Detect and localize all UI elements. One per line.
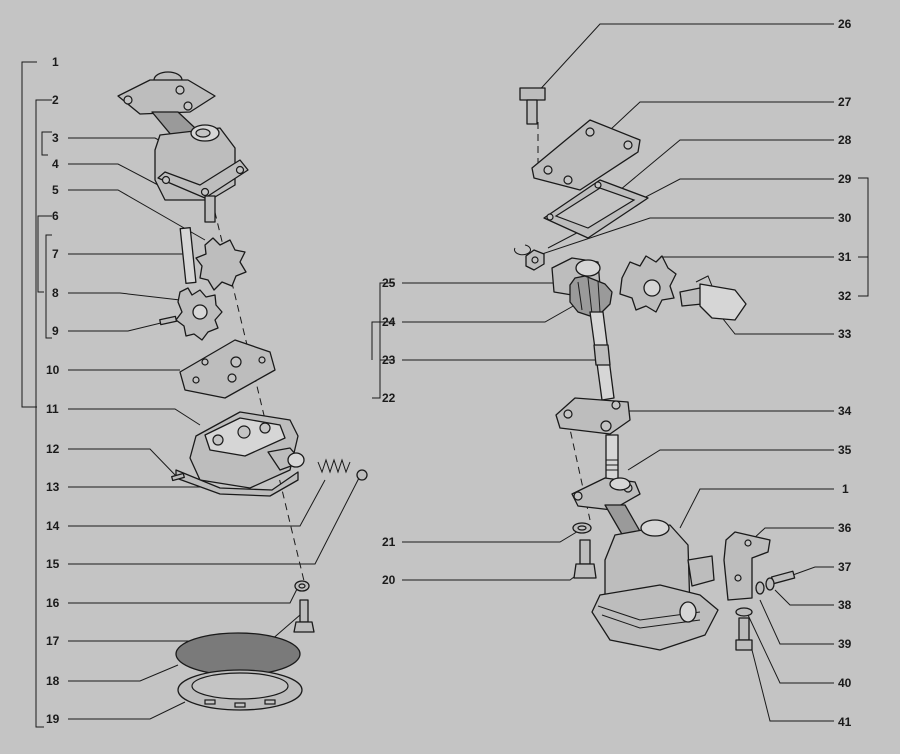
strainer-mesh [175,632,301,676]
callout-7: 7 [52,247,59,261]
callout-14: 14 [46,519,60,533]
callout-2: 2 [52,93,59,107]
callout-35: 35 [838,443,852,457]
callout-9: 9 [52,324,59,338]
callout-36: 36 [838,521,852,535]
washer-38 [765,577,775,591]
washer-16 [294,580,310,592]
callout-17: 17 [46,634,60,648]
washer-39 [755,581,765,595]
callout-27: 27 [838,95,852,109]
bolt-41 [735,617,753,651]
nut-30 [525,249,545,271]
gasket-28 [543,179,649,239]
cover-plate [179,339,276,399]
callout-10: 10 [46,363,60,377]
callout-33: 33 [838,327,852,341]
callout-1-left: 1 [52,55,59,69]
callout-40: 40 [838,676,852,690]
driven-gear [175,287,223,341]
helical-gear-24 [569,275,613,317]
callout-1-right: 1 [842,482,849,496]
bolt-37 [770,570,796,585]
bolt-20 [573,539,597,579]
callouts-right: 26 27 28 29 30 31 32 33 34 35 1 36 37 38… [382,17,852,729]
shaft-35 [605,434,619,481]
callout-4: 4 [52,157,59,171]
valve-plug [356,469,368,481]
bolt-17 [293,599,315,633]
callout-19: 19 [46,712,60,726]
callout-8: 8 [52,286,59,300]
group-brackets-right [371,177,869,399]
bolt-26 [519,87,546,125]
callout-21: 21 [382,535,396,549]
callout-16: 16 [46,596,60,610]
drive-shaft [179,226,197,285]
callout-34: 34 [838,404,852,418]
callout-31: 31 [838,250,852,264]
washer-21 [572,522,592,534]
callout-32: 32 [838,289,852,303]
callout-13: 13 [46,480,60,494]
pin [159,315,178,326]
callout-11: 11 [46,402,59,416]
callouts-left: 1 2 3 4 5 6 7 8 9 10 11 12 13 14 15 16 1… [46,55,60,726]
strainer-frame [177,669,303,711]
callout-20: 20 [382,573,396,587]
callout-37: 37 [838,560,852,574]
pump-body [117,71,249,223]
callout-30: 30 [838,211,852,225]
lock-ring [514,244,531,256]
assembled-pump [571,477,719,651]
callout-38: 38 [838,598,852,612]
callout-29: 29 [838,172,852,186]
washer-40 [735,607,753,617]
drive-gear [195,237,247,291]
top-cover [531,119,641,191]
callout-5: 5 [52,183,59,197]
callout-6: 6 [52,209,59,223]
valve-spring [317,458,351,474]
callout-28: 28 [838,133,852,147]
gasket-34 [555,397,631,435]
callout-41: 41 [838,715,852,729]
group-brackets-left [21,61,52,728]
bracket-36 [723,531,771,601]
idler-gear-31 [619,255,677,313]
callout-25: 25 [382,276,396,290]
callout-26: 26 [838,17,852,31]
callout-24: 24 [382,315,396,329]
pump-housing [175,411,305,497]
callout-15: 15 [46,557,60,571]
drive-fitting-33 [679,275,747,321]
callout-39: 39 [838,637,852,651]
callout-12: 12 [46,442,60,456]
callout-18: 18 [46,674,60,688]
gear-shaft-23 [589,311,615,401]
housing-screw [171,472,185,482]
callout-22: 22 [382,391,396,405]
callout-23: 23 [382,353,396,367]
callout-3: 3 [52,131,59,145]
